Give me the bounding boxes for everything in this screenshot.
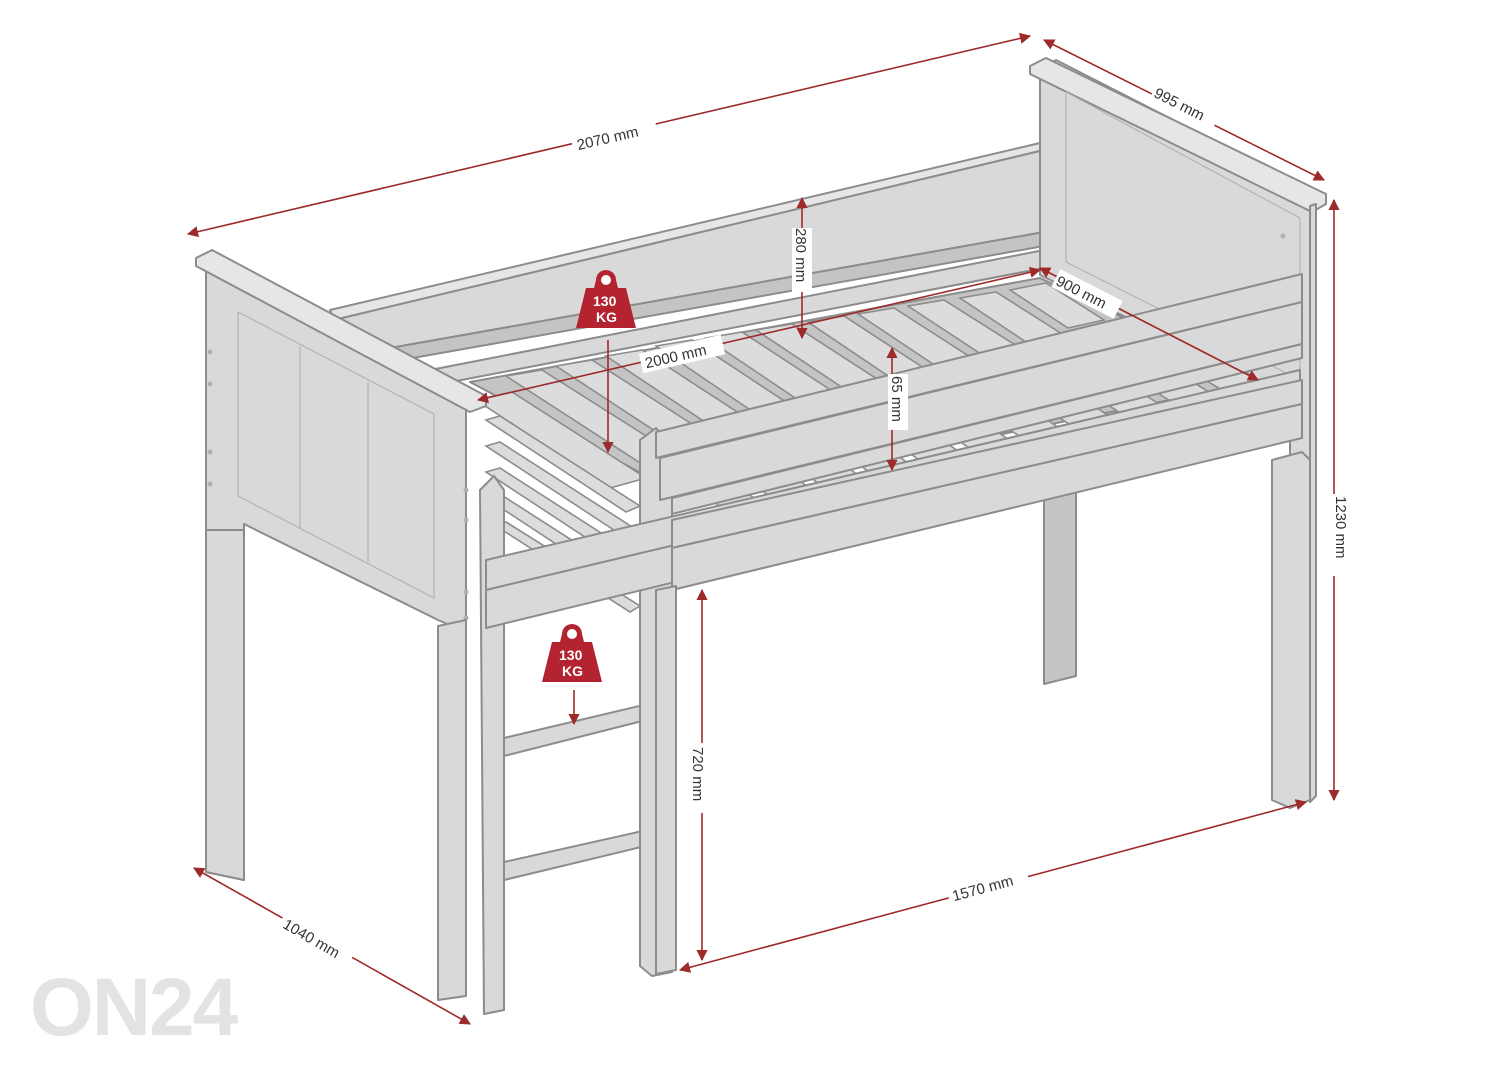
left-end-panel (195, 249, 487, 1001)
back-right-leg (1043, 489, 1077, 685)
load-badge-top-unit: KG (596, 309, 617, 325)
dim-guard-height: 280 mm (792, 228, 809, 282)
dim-total-height: 1230 mm (1332, 496, 1349, 559)
watermark-logo: ON24 (30, 962, 241, 1053)
weight-icon (576, 270, 636, 328)
load-badge-top: 130 KG (576, 270, 636, 328)
dim-mattress-length-line (476, 266, 1042, 404)
dim-slat-offset: 65 mm (888, 376, 905, 422)
load-badge-ladder-value: 130 (559, 647, 583, 663)
load-badge-top-value: 130 (593, 293, 617, 309)
watermark-text: ON24 (30, 962, 239, 1053)
load-badge-ladder-unit: KG (562, 663, 583, 679)
ladder (479, 427, 673, 1015)
weight-icon (542, 624, 602, 682)
dim-underbed-height: 720 mm (689, 747, 706, 801)
load-badge-ladder: 130 KG (542, 624, 602, 682)
